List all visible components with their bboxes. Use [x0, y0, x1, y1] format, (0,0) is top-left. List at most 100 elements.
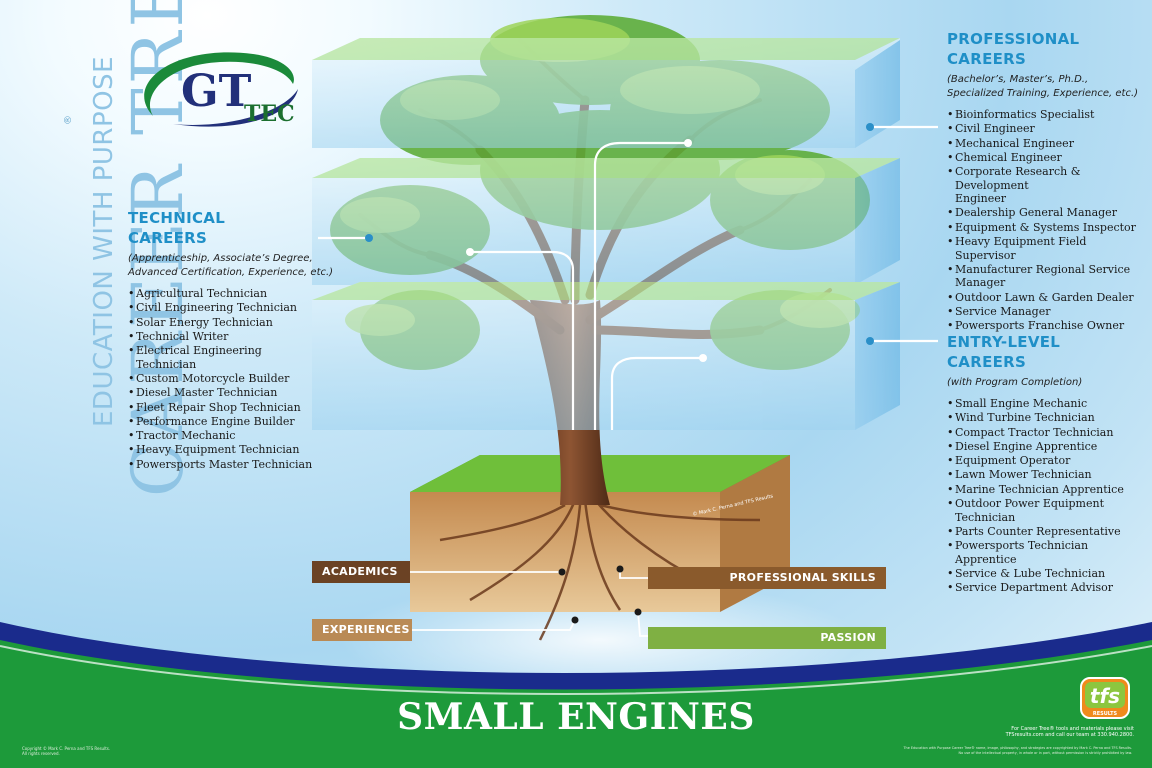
logo-letters: GT	[181, 66, 252, 117]
career-item-text: Technician	[955, 510, 1016, 524]
career-item: Lawn Mower Technician	[947, 468, 1147, 482]
career-item: Tractor Mechanic	[128, 429, 338, 443]
career-item: Fleet Repair Shop Technician	[128, 401, 338, 415]
career-item-text: Fleet Repair Shop Technician	[136, 400, 301, 414]
career-item: Solar Energy Technician	[128, 316, 338, 330]
career-item-text: Powersports Technician Apprentice	[955, 539, 1089, 566]
technical-careers-section: TECHNICAL CAREERS (Apprenticeship, Assoc…	[128, 208, 338, 472]
career-item: Equipment & Systems Inspector	[947, 221, 1147, 235]
career-item: Marine Technician Apprentice	[947, 483, 1147, 497]
career-item-text: Civil Engineer	[955, 122, 1035, 136]
technical-career-list: Agricultural TechnicianCivil Engineering…	[128, 287, 338, 471]
technical-heading-line1: TECHNICAL	[128, 209, 226, 227]
career-item: Equipment Operator	[947, 454, 1147, 468]
career-item-text: Equipment & Systems Inspector	[955, 220, 1136, 234]
career-item-text: Civil Engineering Technician	[136, 301, 298, 315]
career-item: Powersports Franchise Owner	[947, 319, 1147, 333]
entry-heading-line2: CAREERS	[947, 353, 1027, 371]
career-item: Compact Tractor Technician	[947, 426, 1147, 440]
left-fine-print: Copyright © Mark C. Perna and TFS Result…	[22, 746, 110, 756]
career-item: Wind Turbine Technician	[947, 411, 1147, 425]
career-item: Technical Writer	[128, 330, 338, 344]
career-item-text: Chemical Engineer	[955, 150, 1062, 164]
career-item-text: Engineer	[955, 192, 1007, 206]
technical-heading-line2: CAREERS	[128, 229, 208, 247]
professional-qualifier-line1: (Bachelor’s, Master’s, Ph.D.,	[947, 74, 1089, 85]
career-item-text: Technical Writer	[136, 329, 229, 343]
career-item: Powersports Technician Apprentice	[947, 539, 1147, 566]
career-item: Bioinformatics Specialist	[947, 108, 1147, 122]
career-item: Service Department Advisor	[947, 581, 1147, 595]
technical-qualifier-line1: (Apprenticeship, Associate’s Degree,	[128, 253, 313, 264]
career-item: Chemical Engineer	[947, 151, 1147, 165]
career-item-text: Performance Engine Builder	[136, 414, 295, 428]
career-item: Diesel Engine Apprentice	[947, 440, 1147, 454]
professional-heading-line2: CAREERS	[947, 50, 1027, 68]
career-item-text: Outdoor Lawn & Garden Dealer	[955, 290, 1134, 304]
entry-career-list: Small Engine MechanicWind Turbine Techni…	[947, 397, 1147, 595]
career-item: Parts Counter Representative	[947, 525, 1147, 539]
left-fine-line2: All rights reserved.	[22, 751, 60, 756]
career-item-text: Service Department Advisor	[955, 581, 1113, 595]
professional-qualifier-line2: Specialized Training, Experience, etc.)	[947, 88, 1139, 99]
career-item-text: Diesel Engine Apprentice	[955, 439, 1098, 453]
career-item: Service & Lube Technician	[947, 567, 1147, 581]
career-item: Civil Engineer	[947, 122, 1147, 136]
career-item-text: Tractor Mechanic	[136, 429, 236, 443]
root-label-experiences: EXPERIENCES	[312, 619, 412, 641]
career-item-text: Service Manager	[955, 304, 1051, 318]
career-item-text: Outdoor Power Equipment	[955, 497, 1104, 511]
logo-word: TEC	[244, 101, 295, 127]
left-fine-line1: Copyright © Mark C. Perna and TFS Result…	[22, 746, 111, 751]
tfs-note-line2: TFSresults.com and call our team at 330.…	[1005, 732, 1134, 738]
career-item-text: Service & Lube Technician	[955, 566, 1106, 580]
entry-heading-line1: ENTRY-LEVEL	[947, 333, 1061, 351]
career-item: Performance Engine Builder	[128, 415, 338, 429]
tfs-note-line1: For Career Tree® tools and materials ple…	[1011, 726, 1134, 732]
career-item: Agricultural Technician	[128, 287, 338, 301]
career-item: Heavy Equipment Technician	[128, 443, 338, 457]
career-item-text: Manager	[955, 276, 1006, 290]
career-item-text: Compact Tractor Technician	[955, 425, 1114, 439]
career-item-text: Powersports Master Technician	[136, 457, 313, 471]
career-item-text: Corporate Research & Development	[955, 165, 1081, 192]
career-item: Small Engine Mechanic	[947, 397, 1147, 411]
career-item-text: Equipment Operator	[955, 454, 1071, 468]
career-item: Custom Motorcycle Builder	[128, 372, 338, 386]
tfs-badge-sub: RESULTS	[1093, 711, 1118, 717]
career-item-text: Bioinformatics Specialist	[955, 108, 1095, 121]
right-fine-line1: The Education with Purpose Career Tree® …	[903, 746, 1132, 750]
career-item-text: Dealership General Manager	[955, 206, 1117, 220]
root-label-professional-skills: PROFESSIONAL SKILLS	[648, 567, 886, 589]
professional-career-list: Bioinformatics SpecialistCivil EngineerM…	[947, 108, 1147, 333]
career-item-text: Electrical Engineering	[136, 344, 262, 358]
right-fine-print: The Education with Purpose Career Tree® …	[900, 746, 1132, 755]
career-item-text: Technician	[136, 357, 197, 371]
tfs-badge-text: tfs	[1090, 684, 1120, 708]
professional-heading-line1: PROFESSIONAL	[947, 30, 1080, 48]
career-item-text: Heavy Equipment Field Supervisor	[955, 235, 1087, 262]
career-item: Service Manager	[947, 305, 1147, 319]
career-item-text: Custom Motorcycle Builder	[136, 371, 290, 385]
career-item-text: Powersports Franchise Owner	[955, 319, 1125, 333]
root-label-passion: PASSION	[648, 627, 886, 649]
root-label-academics: ACADEMICS	[312, 561, 410, 583]
career-item: Civil Engineering Technician	[128, 301, 338, 315]
career-item-text: Manufacturer Regional Service	[955, 262, 1131, 276]
career-item: Mechanical Engineer	[947, 137, 1147, 151]
career-item: Outdoor Lawn & Garden Dealer	[947, 291, 1147, 305]
professional-careers-section: PROFESSIONAL CAREERS (Bachelor’s, Master…	[947, 29, 1147, 334]
career-item-text: Wind Turbine Technician	[955, 411, 1095, 425]
career-item-text: Marine Technician Apprentice	[955, 482, 1124, 496]
career-item: Diesel Master Technician	[128, 386, 338, 400]
career-item-text: Lawn Mower Technician	[955, 468, 1092, 482]
career-item: Powersports Master Technician	[128, 458, 338, 472]
career-item: Dealership General Manager	[947, 206, 1147, 220]
career-item-text: Mechanical Engineer	[955, 136, 1074, 150]
tfs-results-badge: tfs RESULTS	[1080, 677, 1130, 719]
tfs-contact-note: For Career Tree® tools and materials ple…	[974, 726, 1134, 738]
